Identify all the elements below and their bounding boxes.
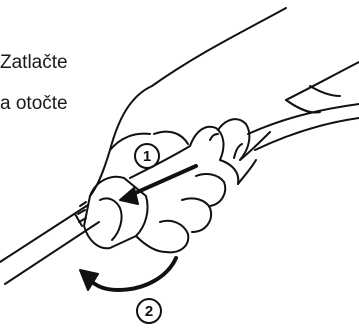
rotate-arrow: [80, 258, 176, 290]
step-number-2: 2: [145, 303, 153, 320]
step-number-1: 1: [143, 148, 151, 165]
hand: [90, 86, 270, 252]
forearm: [152, 8, 359, 113]
